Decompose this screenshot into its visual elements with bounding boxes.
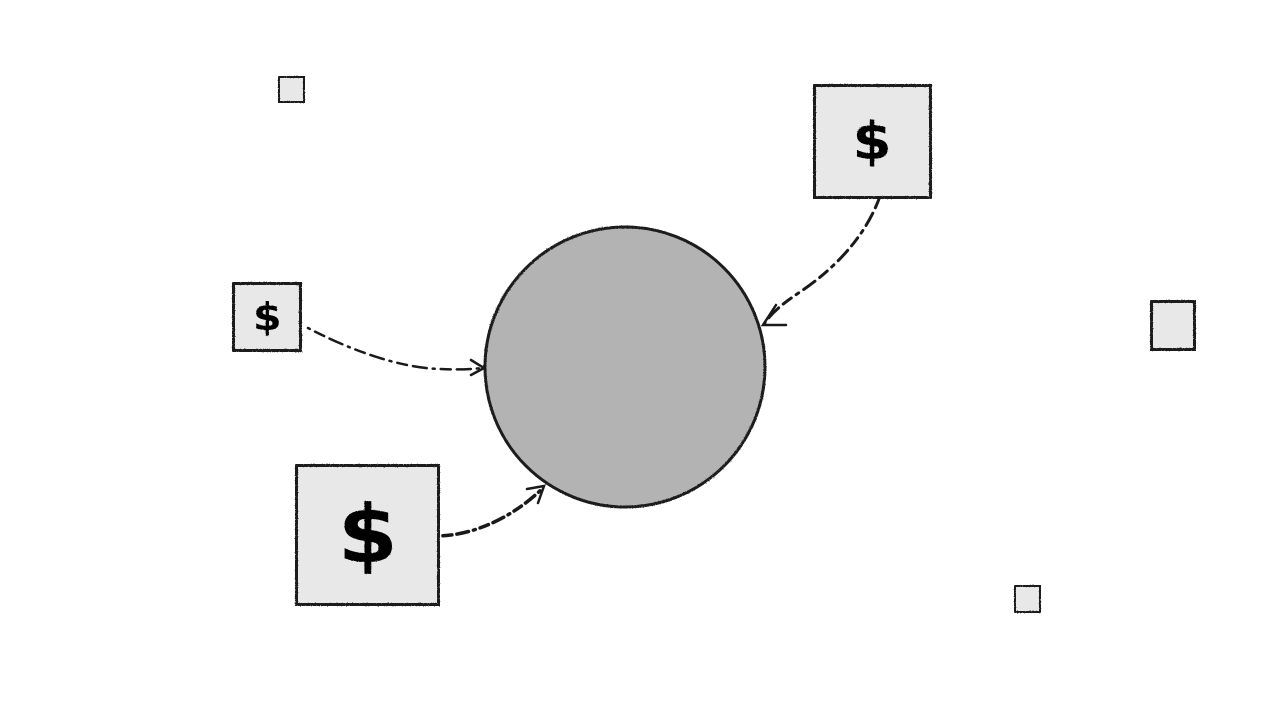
arrowhead-icon — [525, 484, 546, 505]
dollar-icon: $ — [252, 295, 282, 339]
money-box-top-right: $ — [813, 84, 932, 199]
arrow-path — [434, 486, 545, 538]
empty-box-top-left — [278, 76, 305, 103]
dollar-icon: $ — [852, 111, 893, 172]
arrow-path — [762, 188, 884, 326]
arrow-path — [306, 326, 485, 371]
arrow-left-to-hub — [306, 326, 487, 377]
dollar-icon: $ — [337, 488, 398, 581]
arrowhead-icon — [469, 358, 487, 377]
empty-box-right — [1150, 300, 1196, 351]
money-box-bottom-left: $ — [295, 464, 440, 606]
empty-box-bottom-right — [1014, 585, 1041, 613]
arrowhead-icon — [760, 303, 788, 327]
hub-circle — [483, 225, 767, 509]
money-box-left: $ — [232, 282, 302, 352]
arrow-top-right-to-hub — [760, 188, 884, 327]
arrow-bottom-left-to-hub — [434, 484, 546, 538]
